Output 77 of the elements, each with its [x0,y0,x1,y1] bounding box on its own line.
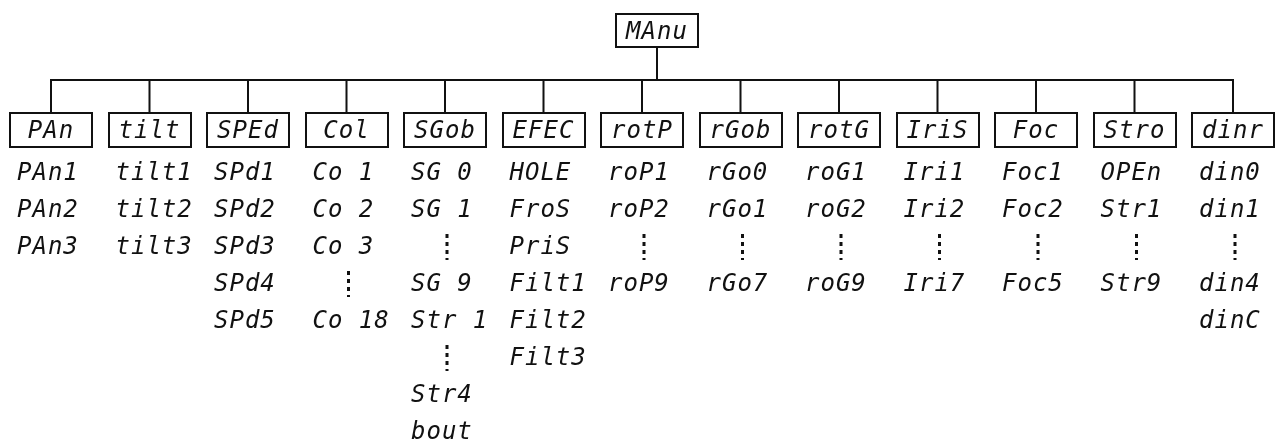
menu-box [501,112,586,148]
submenu-item: din0 [1199,158,1261,186]
submenu-item: din1 [1199,195,1261,223]
submenu-item: PAn1 [17,158,79,186]
menu-box [698,112,783,148]
menu-box [107,112,192,148]
submenu-item: Foc1 [1002,158,1064,186]
menu-label: Col [323,116,370,144]
submenu-item: SG 0 [411,158,473,186]
submenu-item: bout [411,417,473,441]
submenu-item: PriS [509,232,572,260]
submenu-item: roG1 [805,158,867,186]
submenu-item: Foc5 [1002,269,1064,297]
submenu-item: FroS [509,195,572,223]
submenu-item: Co 1 [312,158,375,186]
menu-label: dinr [1202,116,1264,144]
submenu-item: Str4 [411,380,473,408]
submenu-item: tilt2 [115,195,193,223]
menu-label: MAnu [626,16,688,45]
submenu-item: rGo7 [706,269,769,297]
submenu-item: dinC [1199,306,1261,334]
menu-label: tilt [118,116,181,144]
menu-box [9,112,93,148]
submenu-item: SPd3 [214,232,276,260]
submenu-item: Filt3 [509,343,587,371]
menu-box [1191,112,1275,148]
submenu-item: Iri7 [903,269,966,297]
submenu-item: Foc2 [1002,195,1064,223]
menu-label: rotP [611,116,673,144]
submenu-item: Str1 [1100,195,1163,223]
menu-label: rGob [709,116,772,144]
menu-box [304,112,389,148]
submenu-item: PAn2 [17,195,79,223]
menu-box [994,112,1078,148]
submenu-item: SPd5 [214,306,276,334]
submenu-item: roG2 [805,195,867,223]
submenu-item: roP9 [608,269,670,297]
submenu-item: roG9 [805,269,867,297]
submenu-item: rGo1 [706,195,769,223]
menu-label: SGob [414,116,476,144]
submenu-item: PAn3 [17,232,79,260]
submenu-item: Str9 [1100,269,1163,297]
submenu-item: SPd1 [214,158,276,186]
submenu-item: tilt3 [115,232,193,260]
menu-label: IriS [906,116,969,144]
submenu-item: roP2 [608,195,670,223]
menu-box [797,112,881,148]
submenu-item: HOLE [509,158,572,186]
submenu-item: Iri2 [903,195,966,223]
submenu-item: OPEn [1100,158,1163,186]
submenu-item: Co 18 [312,306,390,334]
submenu-item: rGo0 [706,158,769,186]
submenu-item: SPd2 [214,195,276,223]
menu-box [615,13,699,48]
menu-label: EFEC [512,116,575,144]
menu-box [600,112,684,148]
submenu-item: Filt2 [509,306,587,334]
menu-label: PAn [27,116,75,144]
submenu-item: Co 2 [312,195,375,223]
menu-label: Stro [1103,116,1166,144]
submenu-item: Co 3 [312,232,375,260]
submenu-item: Str 1 [411,306,489,334]
submenu-item: Iri1 [903,158,966,186]
menu-label: SPEd [217,116,279,144]
menu-box [403,112,487,148]
submenu-item: SG 9 [411,269,473,297]
submenu-item: SG 1 [411,195,473,223]
menu-box [1092,112,1177,148]
menu-label: rotG [808,116,870,144]
submenu-item: Filt1 [509,269,587,297]
menu-label: Foc [1012,116,1060,144]
submenu-item: din4 [1199,269,1261,297]
submenu-item: tilt1 [115,158,193,186]
menu-box [895,112,980,148]
submenu-item: roP1 [608,158,670,186]
menu-box [206,112,290,148]
submenu-item: SPd4 [214,269,276,297]
